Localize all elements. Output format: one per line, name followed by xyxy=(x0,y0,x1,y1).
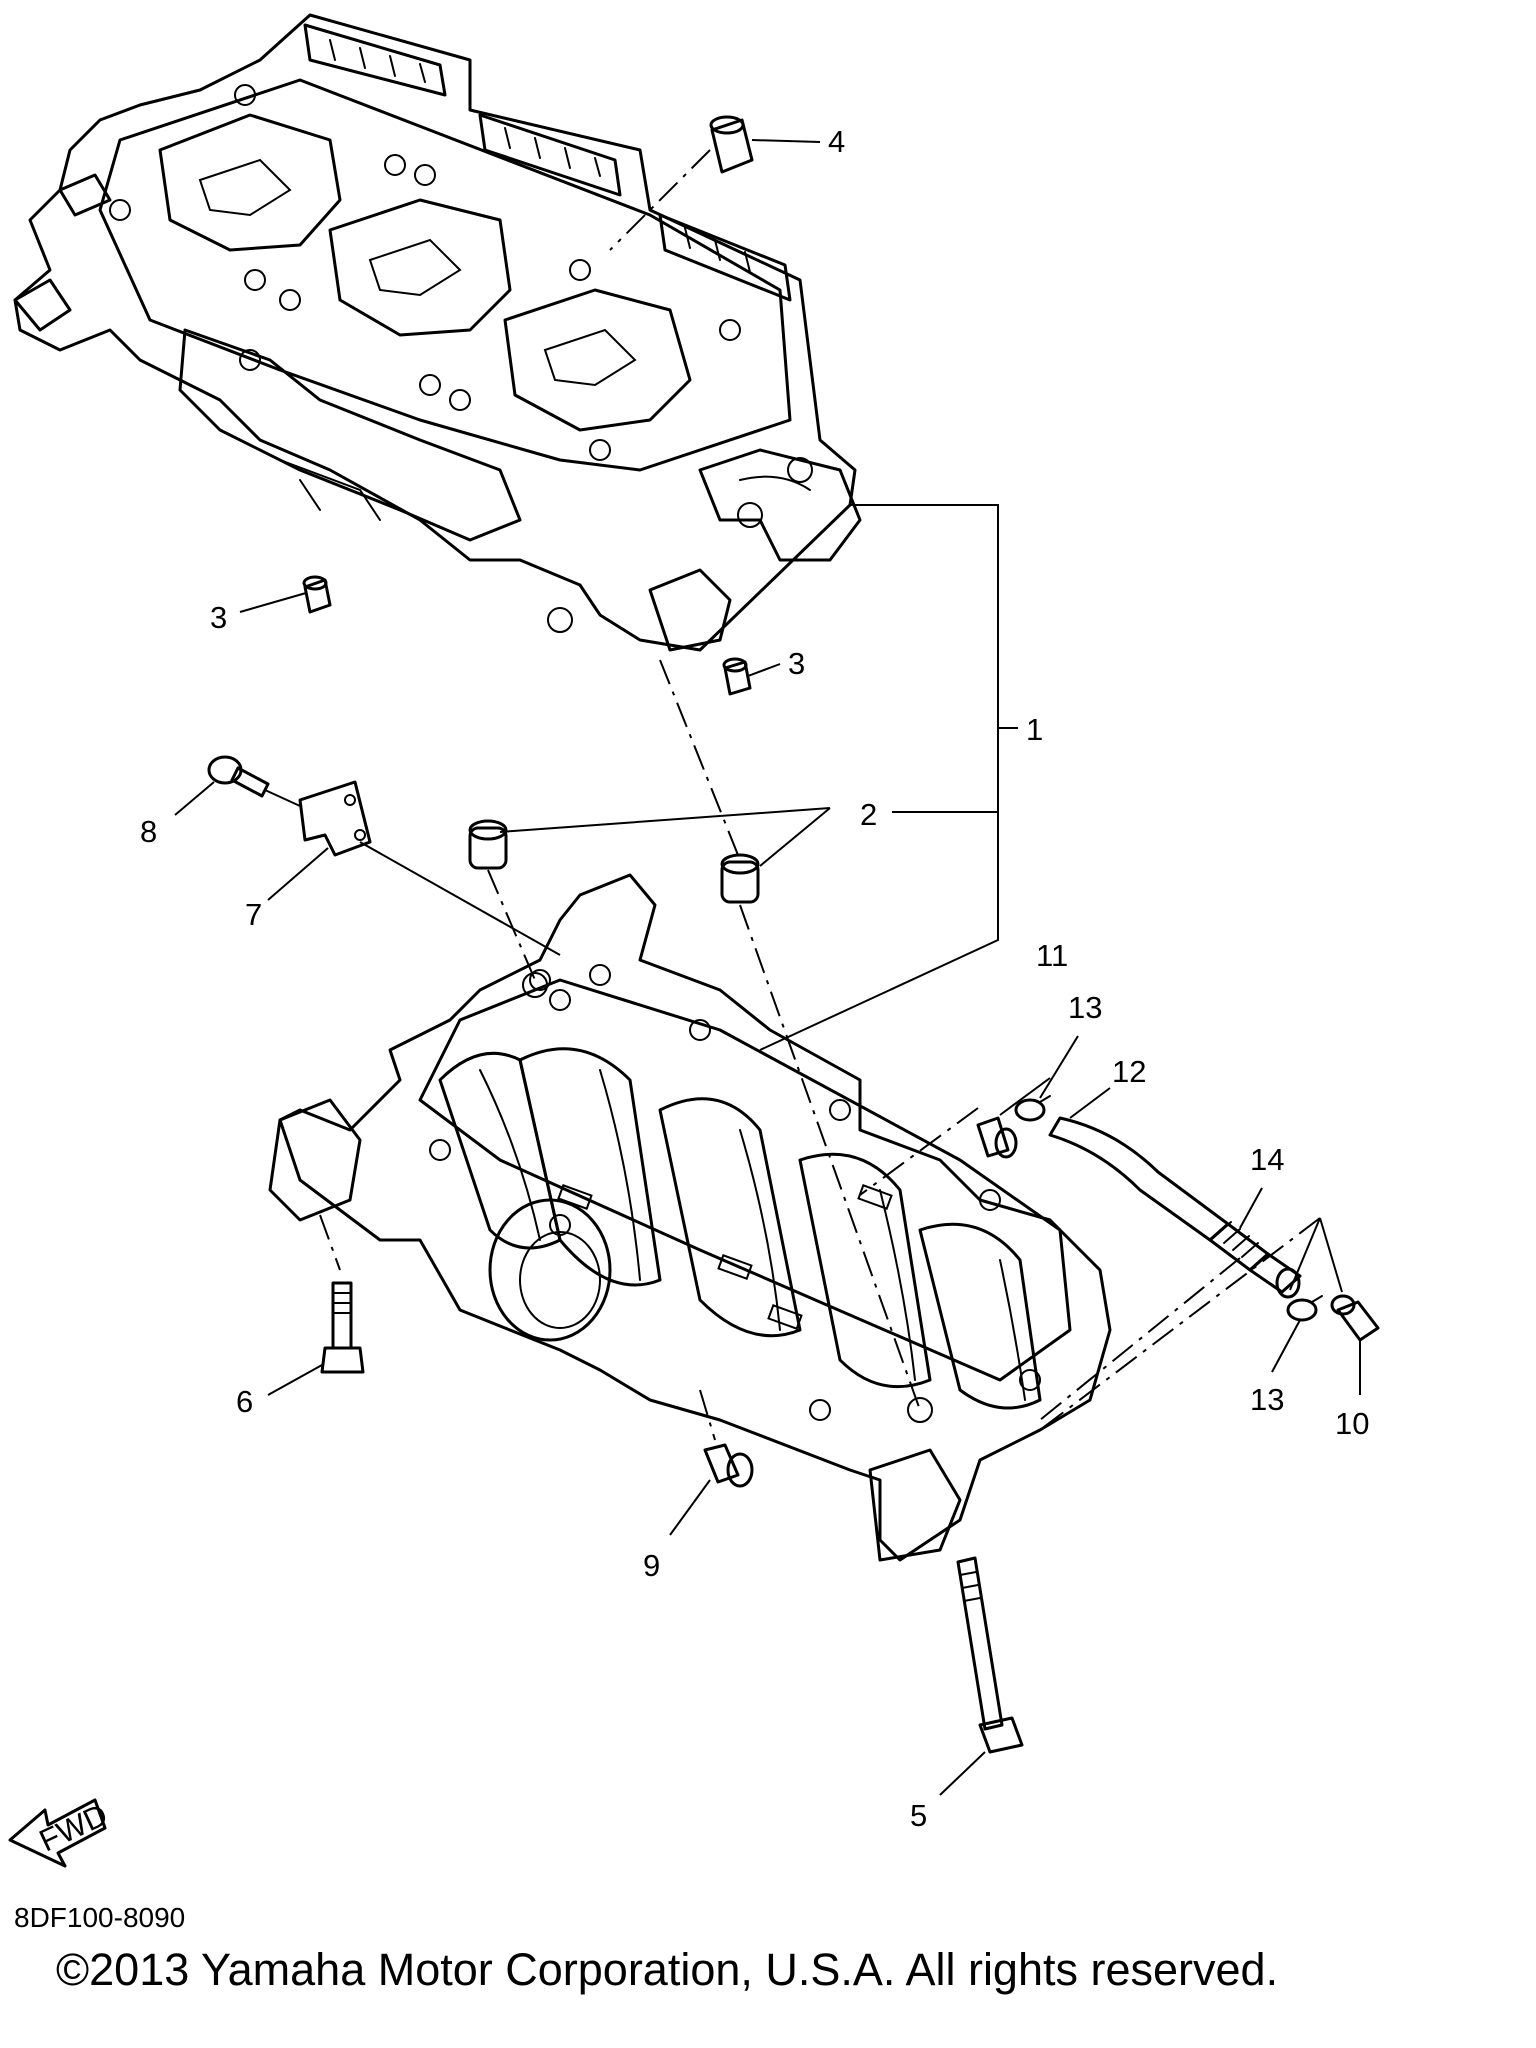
part-13-clamp-upper xyxy=(1014,1095,1051,1122)
callout-13-lower: 13 xyxy=(1250,1382,1284,1417)
callout-5: 5 xyxy=(910,1798,927,1833)
part-3-dowel-upper-left xyxy=(302,575,332,614)
callout-13-upper: 13 xyxy=(1068,990,1102,1025)
fwd-label: FWD xyxy=(34,1797,113,1859)
callout-11: 11 xyxy=(1036,938,1068,973)
callout-12: 12 xyxy=(1112,1054,1146,1089)
diagram-code: 8DF100-8090 xyxy=(14,1902,186,1933)
part-2-dowel-right xyxy=(720,853,760,904)
callout-6: 6 xyxy=(236,1384,253,1419)
leader-lines xyxy=(174,139,1361,1796)
callout-4: 4 xyxy=(828,124,845,159)
part-10-fitting xyxy=(1330,1294,1380,1342)
lower-crankcase xyxy=(268,873,1112,1562)
callout-8: 8 xyxy=(140,814,157,849)
fwd-arrow-icon: FWD xyxy=(8,1797,113,1868)
part-2-dowel-left xyxy=(468,819,508,870)
part-5-long-bolt xyxy=(956,1556,1024,1754)
callout-9: 9 xyxy=(643,1548,660,1583)
callout-3-right: 3 xyxy=(788,646,805,681)
part-11-fitting xyxy=(976,1116,1018,1159)
callout-10: 10 xyxy=(1335,1406,1369,1441)
callout-7: 7 xyxy=(245,897,262,932)
copyright-notice: ©2013 Yamaha Motor Corporation, U.S.A. A… xyxy=(56,1944,1279,1995)
callout-14: 14 xyxy=(1250,1142,1284,1177)
part-8-bolt xyxy=(207,755,270,798)
part-3-dowel-upper-right xyxy=(722,657,752,696)
part-9-fitting xyxy=(703,1443,754,1488)
callout-3-left: 3 xyxy=(210,600,227,635)
part-7-bracket xyxy=(298,780,372,857)
callout-1: 1 xyxy=(1026,712,1043,747)
callout-labels: 1 2 3 3 4 5 6 7 8 9 10 11 12 13 13 14 xyxy=(140,124,1369,1833)
part-4-fitting xyxy=(709,115,754,174)
callout-2: 2 xyxy=(860,797,877,832)
part-13-clamp-lower xyxy=(1286,1295,1323,1322)
upper-crankcase xyxy=(13,13,862,652)
part-6-bolt xyxy=(320,1281,365,1374)
